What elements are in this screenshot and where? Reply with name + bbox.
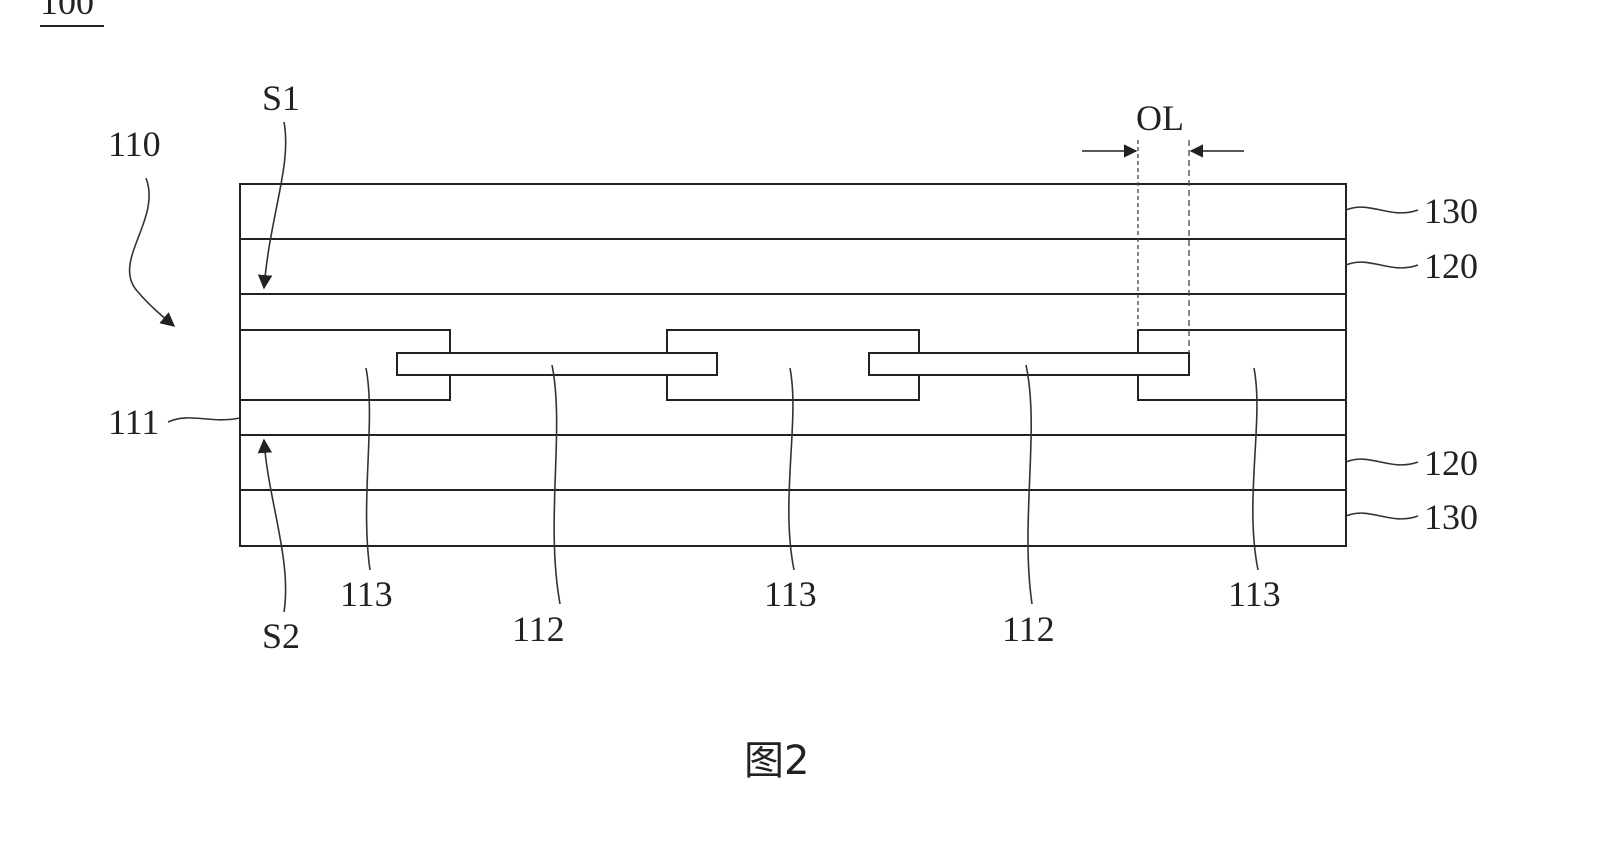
strip-112-right-label: 112 <box>1002 609 1055 649</box>
figure-ref-label: 100 <box>40 0 94 22</box>
surface-s2-leader <box>264 440 286 612</box>
strip-112-left-leader <box>552 365 560 604</box>
block-113-right-label: 113 <box>1228 574 1281 614</box>
strip-112-right-leader <box>1026 365 1032 604</box>
figure-caption: 图2 <box>744 738 809 784</box>
matrix-leader <box>168 418 240 422</box>
layer-130-top-label: 130 <box>1424 191 1478 231</box>
block-113-left-label: 113 <box>340 574 393 614</box>
layer-130-bottom-label: 130 <box>1424 497 1478 537</box>
layer-130-top-leader <box>1346 207 1418 213</box>
layer-120-bottom <box>240 435 1346 490</box>
layer-120-top-label: 120 <box>1424 246 1478 286</box>
layer-120-top-leader <box>1346 262 1418 268</box>
curved-arrow-icon <box>130 178 174 326</box>
layer-130-top <box>240 184 1346 239</box>
overlap-label: OL <box>1136 98 1184 138</box>
surface-s1-leader <box>264 122 286 288</box>
layer-120-top <box>240 239 1346 294</box>
block-113-middle-label: 113 <box>764 574 817 614</box>
layer-120-bottom-label: 120 <box>1424 443 1478 483</box>
strip-112-right <box>869 353 1189 375</box>
strip-112-left-label: 112 <box>512 609 565 649</box>
layer-130-bottom-leader <box>1346 513 1418 519</box>
surface-s2-label: S2 <box>262 616 300 656</box>
assembly-label: 110 <box>108 124 161 164</box>
layer-130-bottom <box>240 490 1346 546</box>
layer-120-bottom-leader <box>1346 459 1418 465</box>
matrix-label: 111 <box>108 402 159 442</box>
surface-s1-label: S1 <box>262 78 300 118</box>
strip-112-left <box>397 353 717 375</box>
